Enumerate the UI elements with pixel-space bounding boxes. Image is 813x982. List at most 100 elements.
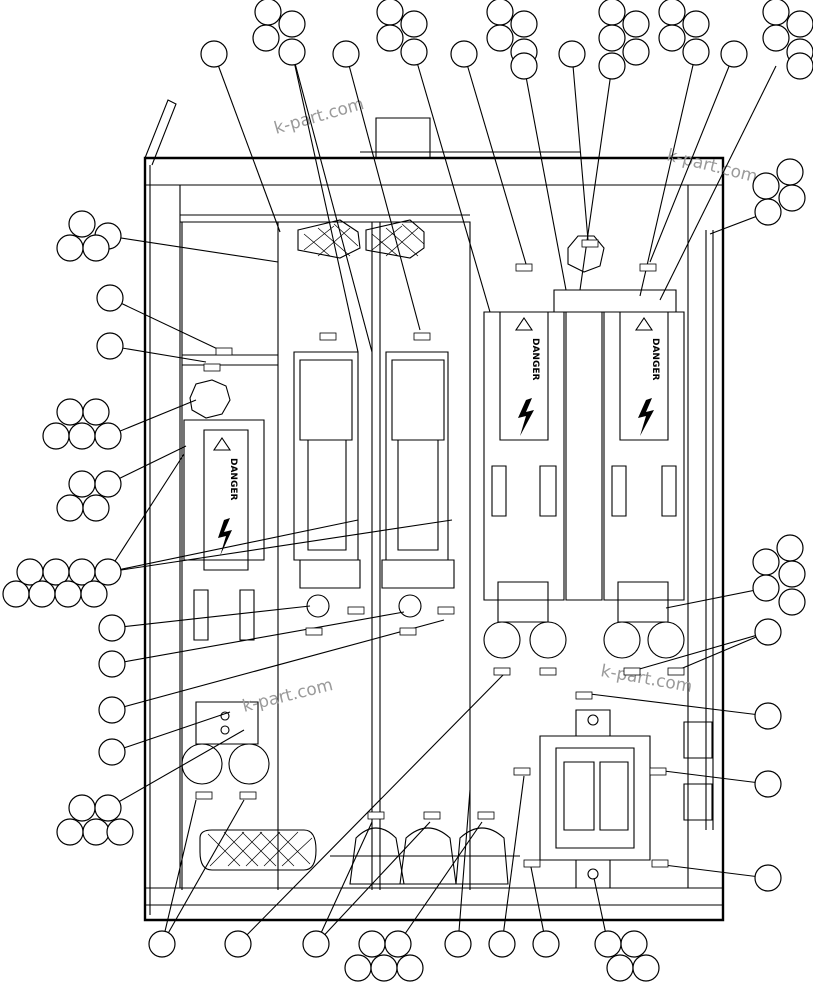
callout-bubble[interactable] bbox=[98, 696, 126, 724]
callout-bubble[interactable] bbox=[68, 210, 96, 238]
callout-bubble[interactable] bbox=[254, 0, 282, 26]
callout-bubble[interactable] bbox=[786, 52, 813, 80]
callout-bubble[interactable] bbox=[396, 954, 424, 982]
callout-bubble[interactable] bbox=[754, 198, 782, 226]
leader-line bbox=[111, 605, 311, 629]
callout-bubble[interactable] bbox=[682, 38, 710, 66]
callout-bubble[interactable] bbox=[82, 494, 110, 522]
callout-bubble[interactable] bbox=[752, 172, 780, 200]
callout-bubble[interactable] bbox=[94, 470, 122, 498]
callout-bubble[interactable] bbox=[376, 0, 404, 26]
leader-line bbox=[291, 51, 359, 353]
callout-bubble[interactable] bbox=[200, 40, 228, 68]
callout-bubble[interactable] bbox=[94, 422, 122, 450]
leader-line bbox=[107, 453, 185, 573]
callout-bubble[interactable] bbox=[620, 930, 648, 958]
callout-bubble[interactable] bbox=[96, 284, 124, 312]
callout-bubble[interactable] bbox=[486, 0, 514, 26]
callout-bubble[interactable] bbox=[68, 422, 96, 450]
callout-bubble[interactable] bbox=[632, 954, 660, 982]
leader-line bbox=[501, 775, 525, 945]
callout-bubble[interactable] bbox=[754, 770, 782, 798]
callout-bubble[interactable] bbox=[94, 558, 122, 586]
callout-bubble[interactable] bbox=[754, 864, 782, 892]
callout-bubble[interactable] bbox=[332, 40, 360, 68]
callout-bubble[interactable] bbox=[776, 534, 804, 562]
callout-bubble[interactable] bbox=[558, 40, 586, 68]
callout-bubble[interactable] bbox=[56, 818, 84, 846]
callout-bubble[interactable] bbox=[786, 10, 813, 38]
callout-bubble[interactable] bbox=[68, 794, 96, 822]
callout-bubble[interactable] bbox=[252, 24, 280, 52]
leader-line bbox=[107, 729, 245, 809]
callout-bubble[interactable] bbox=[98, 738, 126, 766]
callout-bubble[interactable] bbox=[224, 930, 252, 958]
callout-bubble[interactable] bbox=[82, 818, 110, 846]
callout-bubble[interactable] bbox=[80, 580, 108, 608]
contactor-assembly bbox=[539, 709, 713, 889]
callout-bubble[interactable] bbox=[28, 580, 56, 608]
callout-bubble[interactable] bbox=[450, 40, 478, 68]
svg-text:DANGER: DANGER bbox=[228, 458, 238, 501]
callout-bubble[interactable] bbox=[444, 930, 472, 958]
callout-bubble[interactable] bbox=[778, 560, 806, 588]
callout-bubble[interactable] bbox=[54, 580, 82, 608]
callout-bubble[interactable] bbox=[598, 0, 626, 26]
callout-bubble[interactable] bbox=[510, 10, 538, 38]
callout-bubble[interactable] bbox=[486, 24, 514, 52]
callout-bubble[interactable] bbox=[344, 954, 372, 982]
callout-bubble[interactable] bbox=[56, 494, 84, 522]
left-breaker-compartment: DANGER bbox=[180, 214, 470, 890]
callout-bubble[interactable] bbox=[384, 930, 412, 958]
callout-bubble[interactable] bbox=[762, 0, 790, 26]
callout-bubble[interactable] bbox=[488, 930, 516, 958]
callout-bubble[interactable] bbox=[778, 184, 806, 212]
callout-bubble[interactable] bbox=[278, 10, 306, 38]
callout-bubble[interactable] bbox=[622, 38, 650, 66]
callout-bubble[interactable] bbox=[658, 24, 686, 52]
callout-bubble[interactable] bbox=[2, 580, 30, 608]
callout-bubble[interactable] bbox=[302, 930, 330, 958]
callout-bubble[interactable] bbox=[754, 702, 782, 730]
callout-bubble[interactable] bbox=[148, 930, 176, 958]
watermark-3: k-part.com bbox=[240, 675, 335, 717]
callout-bubble[interactable] bbox=[752, 548, 780, 576]
callout-bubble[interactable] bbox=[376, 24, 404, 52]
callout-bubble[interactable] bbox=[400, 38, 428, 66]
callout-bubble[interactable] bbox=[98, 650, 126, 678]
callout-bubble[interactable] bbox=[606, 954, 634, 982]
callout-bubble[interactable] bbox=[82, 234, 110, 262]
callout-bubble[interactable] bbox=[762, 24, 790, 52]
callout-bubble[interactable] bbox=[532, 930, 560, 958]
callout-bubble[interactable] bbox=[778, 588, 806, 616]
callout-bubble[interactable] bbox=[658, 0, 686, 26]
callout-bubble[interactable] bbox=[56, 398, 84, 426]
callout-bubble[interactable] bbox=[278, 38, 306, 66]
callout-bubble[interactable] bbox=[82, 398, 110, 426]
callout-bubble[interactable] bbox=[358, 930, 386, 958]
leader-line bbox=[291, 51, 373, 353]
callout-bubble[interactable] bbox=[68, 470, 96, 498]
callout-bubble[interactable] bbox=[752, 574, 780, 602]
callout-bubble[interactable] bbox=[42, 422, 70, 450]
callout-bubble[interactable] bbox=[776, 158, 804, 186]
callout-bubble[interactable] bbox=[370, 954, 398, 982]
callout-bubble[interactable] bbox=[598, 24, 626, 52]
leader-line bbox=[213, 53, 281, 233]
center-breakers bbox=[278, 219, 520, 890]
part-tag bbox=[639, 263, 657, 272]
callout-bubble[interactable] bbox=[106, 818, 134, 846]
part-tag bbox=[423, 811, 441, 820]
callout-bubble[interactable] bbox=[94, 794, 122, 822]
callout-bubble[interactable] bbox=[400, 10, 428, 38]
callout-bubble[interactable] bbox=[96, 332, 124, 360]
callout-bubble[interactable] bbox=[56, 234, 84, 262]
callout-bubble[interactable] bbox=[594, 930, 622, 958]
callout-bubble[interactable] bbox=[754, 618, 782, 646]
callout-bubble[interactable] bbox=[720, 40, 748, 68]
callout-bubble[interactable] bbox=[622, 10, 650, 38]
callout-bubble[interactable] bbox=[598, 52, 626, 80]
callout-bubble[interactable] bbox=[98, 614, 126, 642]
callout-bubble[interactable] bbox=[510, 52, 538, 80]
callout-bubble[interactable] bbox=[682, 10, 710, 38]
